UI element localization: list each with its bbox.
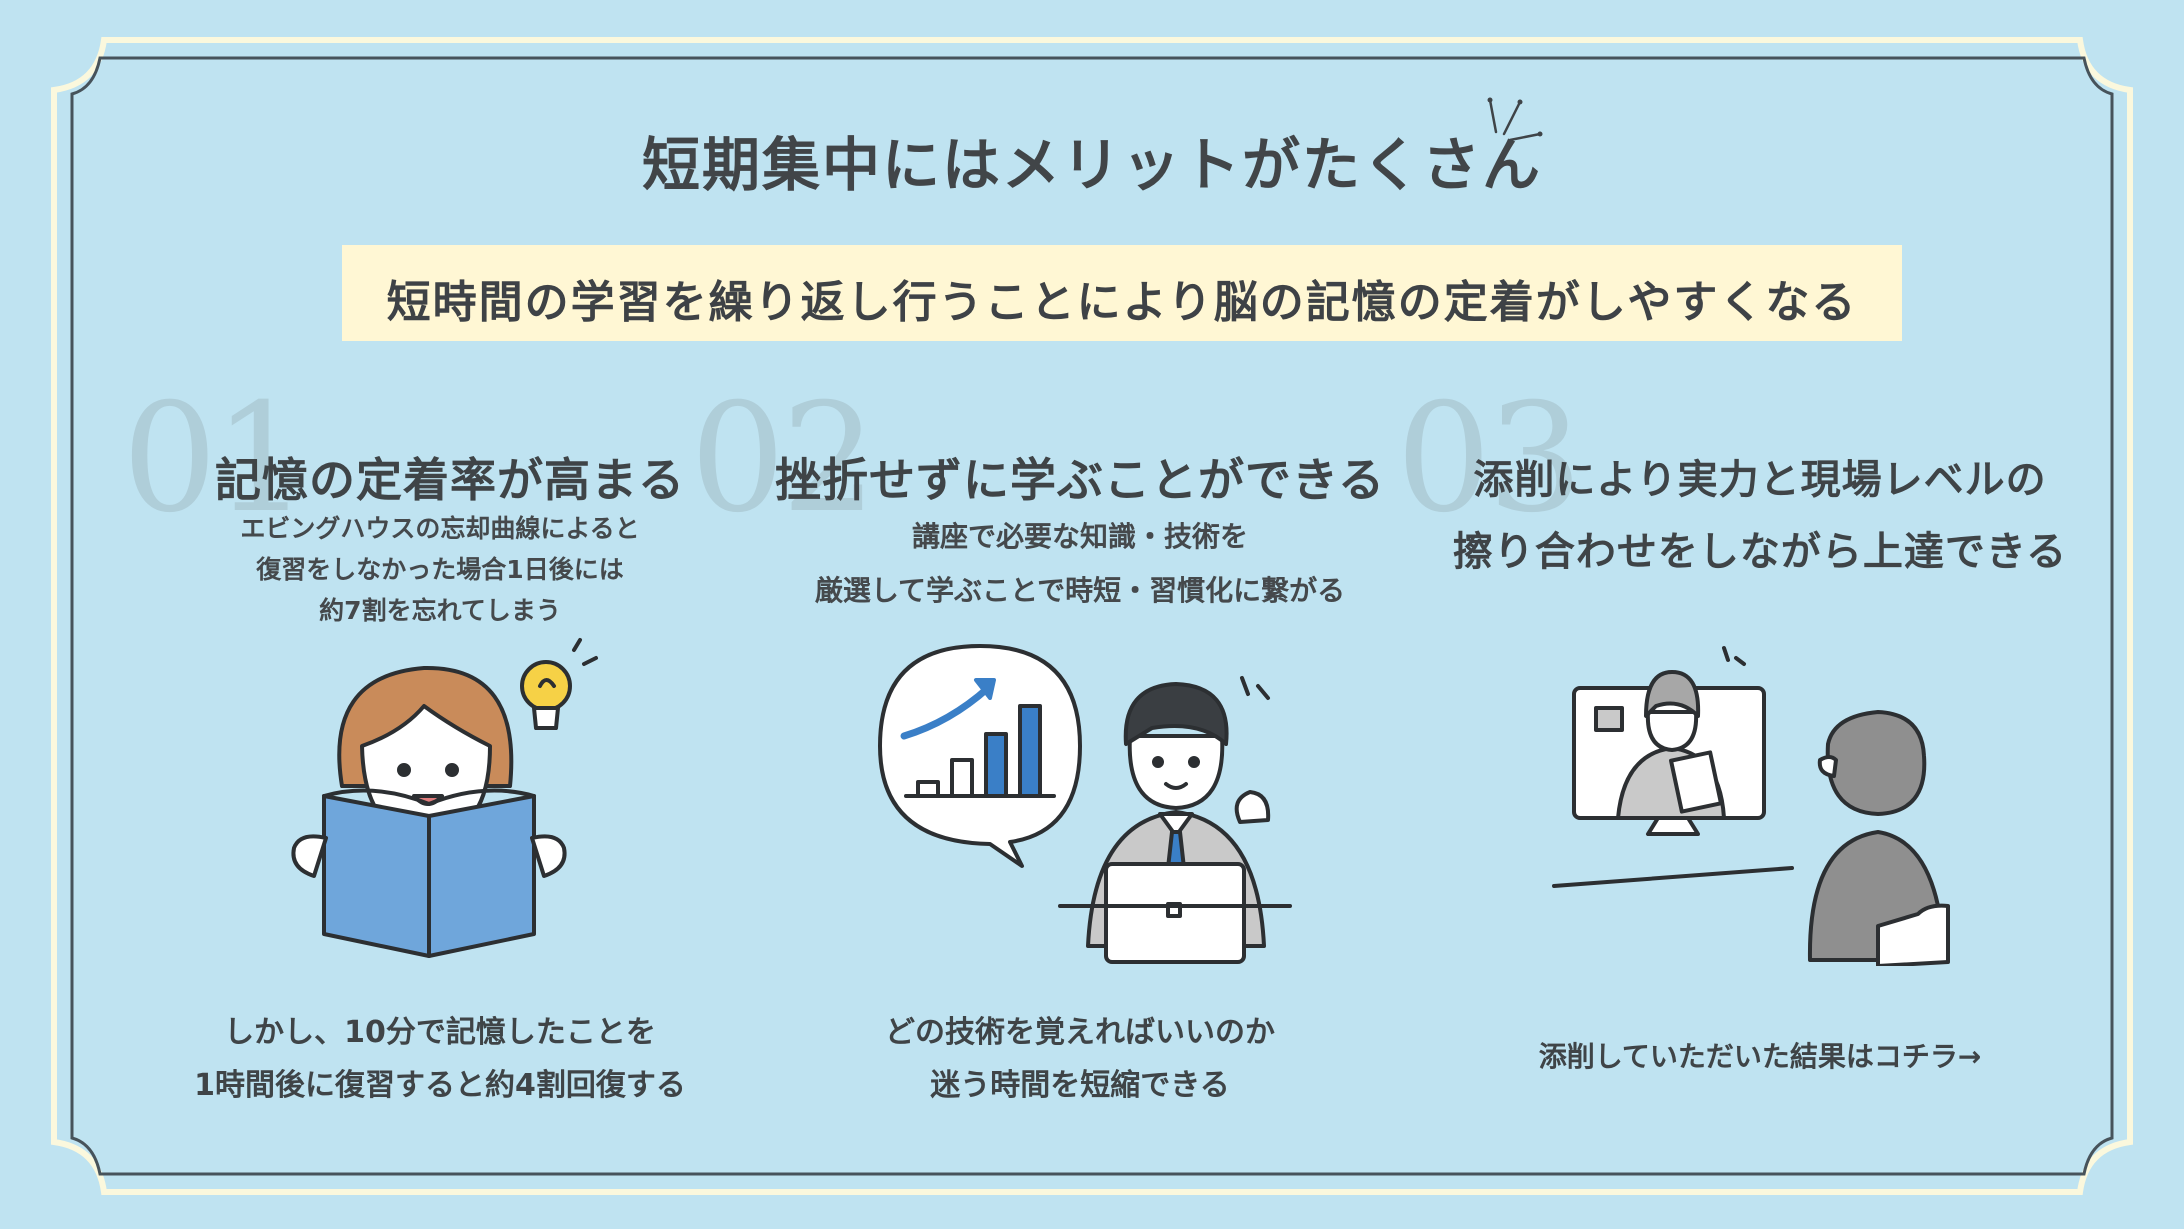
footer-line: 1時間後に復習すると約4割回復する bbox=[194, 1068, 686, 1103]
student-reading-book-icon bbox=[291, 638, 598, 958]
column-3-title: 添削により実力と現場レベルの 擦り合わせをしながら上達できる bbox=[1430, 444, 2090, 588]
description-line: 厳選して学ぶことで時短・習慣化に繋がる bbox=[814, 574, 1346, 607]
footer-line: しかし、10分で記憶したことを bbox=[224, 1015, 656, 1050]
column-number-03: 03 bbox=[1396, 372, 1583, 546]
column-2-description: 講座で必要な知識・技術を 厳選して学ぶことで時短・習慣化に繋がる bbox=[760, 510, 1400, 618]
subtitle: 短時間の学習を繰り返し行うことにより脳の記憶の定着がしやすくなる bbox=[386, 277, 1858, 328]
page-title: 短期集中にはメリットがたくさん bbox=[641, 131, 1542, 199]
column-2-footer: どの技術を覚えればいいのか 迷う時間を短縮できる bbox=[760, 1006, 1400, 1112]
businessman-laptop-growth-chart-icon bbox=[878, 644, 1292, 964]
video-call-review-icon bbox=[1552, 646, 1950, 966]
title-line: 添削により実力と現場レベルの bbox=[1473, 457, 2047, 503]
column-1-description: エビングハウスの忘却曲線によると 復習をしなかった場合1日後には 約7割を忘れて… bbox=[140, 508, 740, 631]
column-number-01: 01 bbox=[122, 372, 309, 546]
column-2-title: 挫折せずに学ぶことができる bbox=[774, 453, 1386, 507]
column-1-title: 記憶の定着率が高まる bbox=[215, 453, 685, 507]
sparkle-icon bbox=[1487, 97, 1543, 142]
column-3-footer[interactable]: 添削していただいた結果はコチラ→ bbox=[1430, 1030, 2090, 1083]
column-1-footer: しかし、10分で記憶したことを 1時間後に復習すると約4割回復する bbox=[140, 1006, 740, 1112]
subtitle-highlight bbox=[342, 245, 1902, 341]
description-line: 復習をしなかった場合1日後には bbox=[256, 555, 624, 584]
footer-line: どの技術を覚えればいいのか bbox=[885, 1015, 1275, 1050]
results-link: 添削していただいた結果はコチラ→ bbox=[1538, 1040, 1982, 1073]
title-line: 擦り合わせをしながら上達できる bbox=[1452, 529, 2068, 575]
footer-line: 迷う時間を短縮できる bbox=[930, 1068, 1230, 1103]
description-line: 約7割を忘れてしまう bbox=[319, 596, 561, 625]
description-line: エビングハウスの忘却曲線によると bbox=[240, 514, 640, 543]
column-number-02: 02 bbox=[690, 372, 877, 546]
description-line: 講座で必要な知識・技術を bbox=[911, 520, 1248, 553]
